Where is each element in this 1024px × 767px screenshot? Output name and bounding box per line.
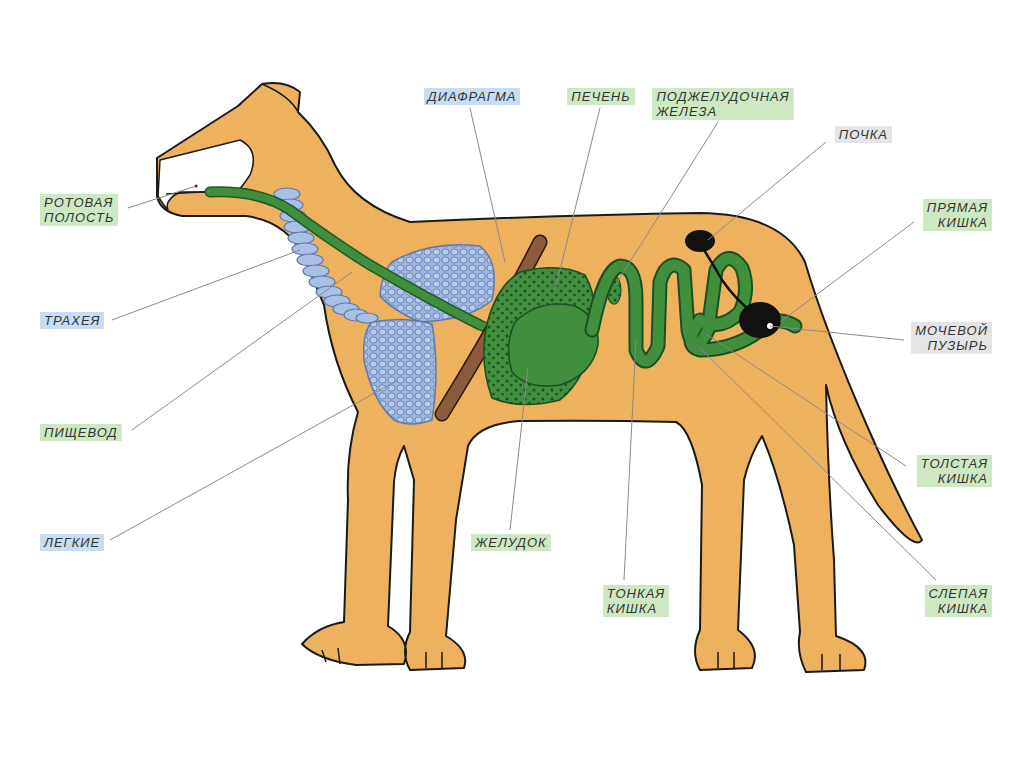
organ-label: ДИАФРАГМА — [424, 88, 521, 105]
paw-lines — [322, 648, 840, 670]
lung-lower — [364, 319, 436, 424]
organ-label: ПРЯМАЯ КИШКА — [923, 199, 992, 231]
organ-label: ТОНКАЯ КИШКА — [603, 585, 669, 617]
dog-ear — [262, 84, 298, 112]
label-text: ПОЧКА — [839, 127, 888, 142]
organ-label: ЖЕЛУДОК — [471, 534, 550, 551]
label-text: ПЕЧЕНЬ — [571, 89, 630, 104]
label-text: ЛЕГКИЕ — [44, 535, 100, 550]
organ-label: ПИЩЕВОД — [40, 424, 122, 441]
organ-label: ПОДЖЕЛУДОЧНАЯ ЖЕЛЕЗА — [652, 88, 793, 120]
organ-label: МОЧЕВОЙ ПУЗЫРЬ — [911, 322, 992, 354]
label-text: ПОДЖЕЛУДОЧНАЯ ЖЕЛЕЗА — [656, 89, 789, 119]
label-text: МОЧЕВОЙ ПУЗЫРЬ — [915, 323, 988, 353]
organ-label: РОТОВАЯ ПОЛОСТЬ — [40, 194, 118, 226]
label-text: ЖЕЛУДОК — [475, 535, 546, 550]
label-text: ПРЯМАЯ КИШКА — [927, 200, 988, 230]
organ-label: ПОЧКА — [835, 126, 892, 143]
organ-label: ПЕЧЕНЬ — [567, 88, 634, 105]
esophagus — [210, 192, 520, 335]
leader-lines — [110, 108, 936, 580]
ureter — [700, 244, 752, 312]
label-text: СЛЕПАЯ КИШКА — [929, 586, 989, 616]
label-text: ДИАФРАГМА — [428, 89, 517, 104]
label-text: ТОЛСТАЯ КИШКА — [921, 456, 988, 486]
label-text: ПИЩЕВОД — [44, 425, 118, 440]
kidney — [685, 230, 715, 252]
dog-body — [157, 83, 922, 672]
oral-cavity — [158, 140, 253, 210]
bladder — [739, 302, 781, 338]
organ-label: ТРАХЕЯ — [40, 312, 104, 329]
label-text: ТРАХЕЯ — [44, 313, 100, 328]
organ-label: СЛЕПАЯ КИШКА — [925, 585, 993, 617]
organ-label: ТОЛСТАЯ КИШКА — [917, 455, 992, 487]
stomach — [509, 304, 599, 386]
label-text: РОТОВАЯ ПОЛОСТЬ — [44, 195, 114, 225]
organ-label: ЛЕГКИЕ — [40, 534, 104, 551]
esophagus-fill — [210, 192, 520, 335]
label-text: ТОНКАЯ КИШКА — [607, 586, 665, 616]
